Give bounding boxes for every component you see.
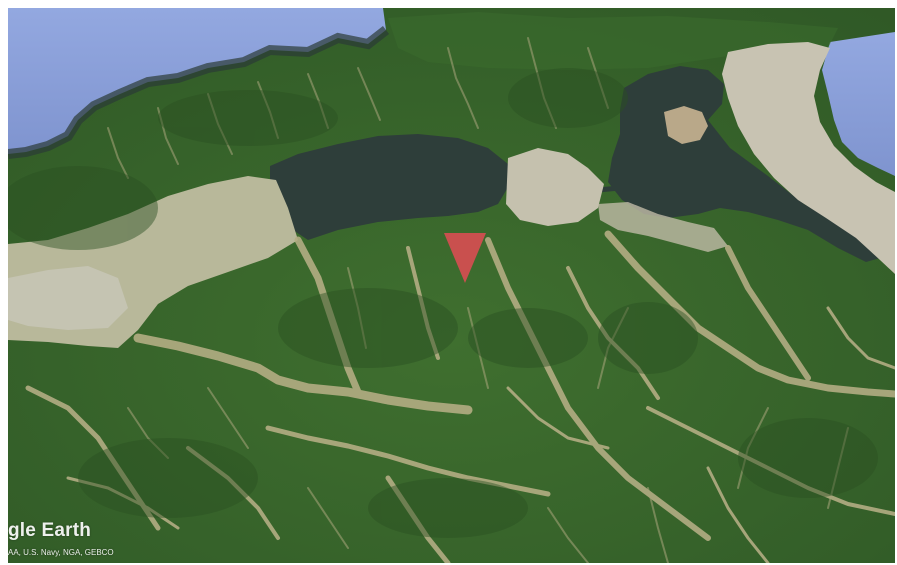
- map-watermark: gle Earth: [8, 520, 92, 541]
- sea-east: [822, 32, 895, 176]
- map-view[interactable]: gle Earth AA, U.S. Navy, NGA, GEBCO: [8, 8, 895, 563]
- sea-west: [8, 8, 386, 154]
- bay-island: [664, 106, 708, 144]
- triangle-marker-icon[interactable]: [444, 233, 486, 283]
- lagoon: [270, 134, 510, 240]
- satellite-imagery: [8, 8, 895, 563]
- urban-spit: [722, 42, 895, 274]
- urban-town: [506, 148, 604, 226]
- map-credits: AA, U.S. Navy, NGA, GEBCO: [8, 548, 114, 557]
